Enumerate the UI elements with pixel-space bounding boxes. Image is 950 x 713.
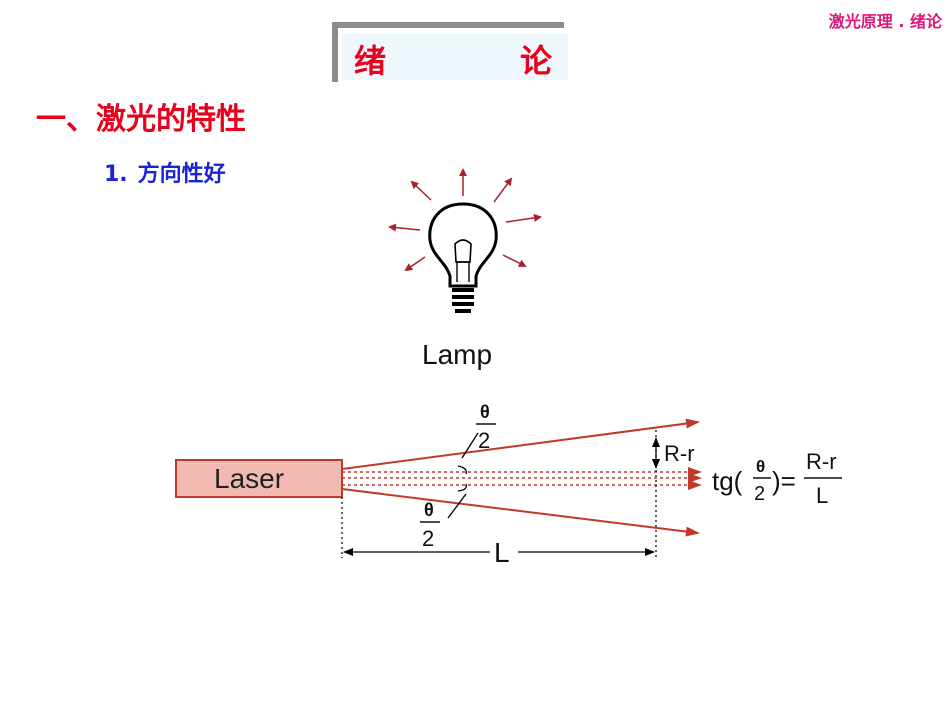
half-angle-bottom-den: 2 <box>422 526 434 551</box>
formula-frac-den: 2 <box>754 483 765 505</box>
course-header: 激光原理 . 绪论 <box>828 12 942 31</box>
section-heading: 一、激光的特性 <box>36 102 246 137</box>
title-plate <box>342 34 568 80</box>
title-char-2: 论 <box>520 42 553 80</box>
lamp-label: Lamp <box>422 339 492 370</box>
angle-markers <box>447 432 479 519</box>
half-angle-bottom-num: θ <box>424 500 434 520</box>
laser-box <box>175 459 343 498</box>
half-angle-top-num: θ <box>480 402 490 422</box>
spread-label: R-r <box>664 441 695 466</box>
formula-prefix: tg( <box>712 466 743 496</box>
laser-label: Laser <box>214 463 284 494</box>
title-char-1: 绪 <box>354 42 387 80</box>
title-frame: 绪 论 <box>332 22 568 82</box>
lamp-icon <box>388 168 542 313</box>
formula-suffix: )= <box>772 466 796 496</box>
title-frame-top-bar <box>332 22 564 28</box>
formula-rhs-den: L <box>816 483 828 508</box>
formula-rhs-num: R-r <box>806 449 837 474</box>
laser-beams <box>341 418 702 537</box>
formula-frac-num: θ <box>756 457 765 476</box>
sub-heading: 1. 方向性好 <box>104 156 226 188</box>
title-frame-left-bar <box>332 22 338 82</box>
sub-heading-number: 1. <box>104 162 128 187</box>
sub-heading-label: 方向性好 <box>137 162 226 187</box>
divergence-formula: tg( θ 2 )= R-r L <box>712 449 842 508</box>
length-label: L <box>494 537 510 568</box>
half-angle-top-den: 2 <box>478 428 490 453</box>
